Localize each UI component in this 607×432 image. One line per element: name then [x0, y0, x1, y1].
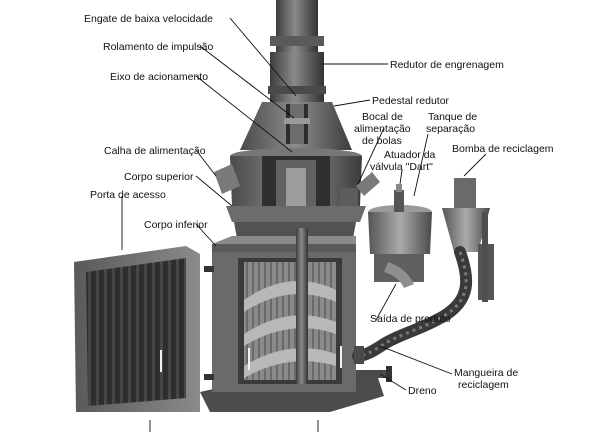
label-drain: Dreno	[408, 385, 437, 397]
label-access-door: Porta de acesso	[90, 189, 166, 201]
label-recycle-pump: Bomba de reciclagem	[452, 143, 554, 155]
leader-lines	[121, 17, 487, 432]
label-dart-valve-actuator-line2: válvula "Dart"	[370, 161, 433, 173]
label-thrust-bearing: Rolamento de impulsão	[103, 41, 213, 53]
label-ball-feed-nozzle-line2: alimentação	[354, 123, 411, 135]
label-upper-body: Corpo superior	[124, 171, 194, 183]
label-separation-tank-line2: separação	[426, 123, 475, 135]
label-reducer-pedestal: Pedestal redutor	[372, 95, 450, 107]
label-recycle-hose-line2: reciclagem	[458, 379, 509, 391]
label-separation-tank-line1: Tanque de	[428, 111, 477, 123]
recycle-pump	[454, 178, 476, 208]
label-ball-feed-nozzle-line3: de bolas	[362, 135, 402, 147]
label-product-outlet: Saída de produto	[370, 313, 451, 325]
label-ball-feed-nozzle-line1: Bocal de	[362, 111, 403, 123]
label-drive-shaft: Eixo de acionamento	[110, 71, 208, 83]
label-recycle-hose-line1: Mangueira de	[454, 367, 518, 379]
label-feed-chute: Calha de alimentação	[104, 145, 206, 157]
ball-feed-nozzle	[356, 172, 380, 196]
feed-chute	[214, 164, 240, 194]
machine-illustration	[74, 0, 494, 412]
label-low-speed-coupling: Engate de baixa velocidade	[84, 13, 213, 25]
label-gear-reducer: Redutor de engrenagem	[390, 59, 504, 71]
gear-reducer-column	[276, 0, 318, 56]
separation-tank	[368, 212, 432, 254]
callout-labels: Engate de baixa velocidade Rolamento de …	[84, 13, 554, 397]
drive-shaft	[296, 228, 308, 384]
drain-pipe	[356, 370, 390, 378]
label-dart-valve-actuator-line1: Atuador da	[384, 149, 436, 161]
label-lower-body: Corpo inferior	[144, 219, 208, 231]
